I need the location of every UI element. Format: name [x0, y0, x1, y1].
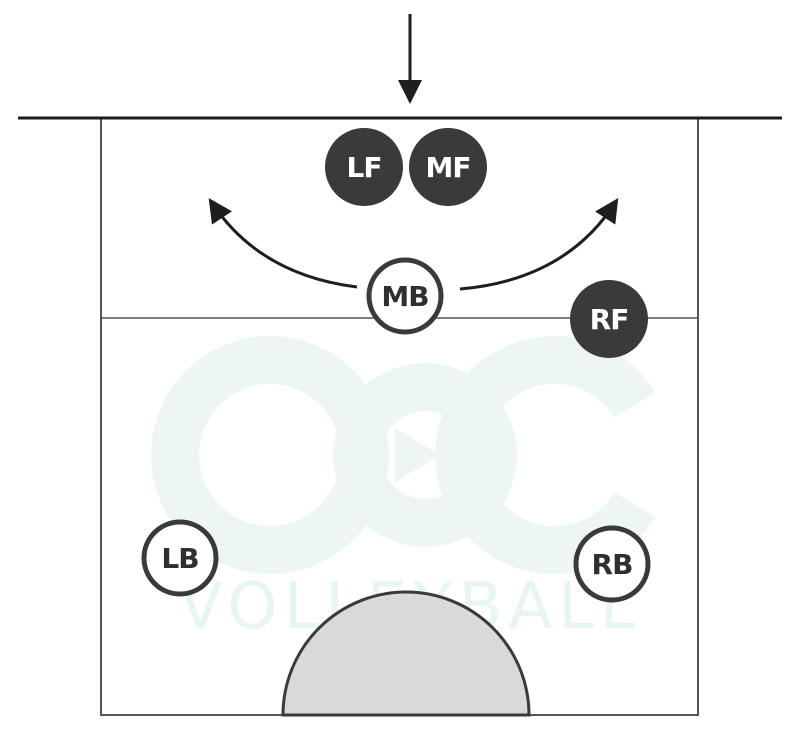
player-lb: LB — [141, 519, 219, 597]
mb-move-left-arrow — [208, 198, 358, 289]
player-mb-label: MB — [381, 280, 428, 313]
player-lb-label: LB — [161, 542, 198, 575]
mb-move-right-arrow — [459, 197, 619, 291]
watermark-shape-c — [435, 336, 656, 574]
watermark-play-icon — [395, 428, 440, 482]
player-lf-marker — [325, 128, 403, 206]
player-mf-marker — [409, 128, 487, 206]
player-rb-label: RB — [592, 548, 633, 581]
player-rb-marker — [573, 525, 651, 603]
defensive-zone-half-circle — [281, 590, 531, 717]
player-mf-label: MF — [426, 151, 471, 184]
player-rb: RB — [573, 525, 651, 603]
player-rf: RF — [570, 280, 648, 358]
watermark-shape-o — [333, 363, 517, 547]
player-rf-marker — [570, 280, 648, 358]
player-lf: LF — [325, 128, 403, 206]
player-lf-label: LF — [347, 151, 382, 184]
player-rf-label: RF — [590, 303, 629, 336]
player-mb-marker — [366, 257, 444, 335]
player-lb-marker — [141, 519, 219, 597]
player-mb: MB — [366, 257, 444, 335]
player-mf: MF — [409, 128, 487, 206]
